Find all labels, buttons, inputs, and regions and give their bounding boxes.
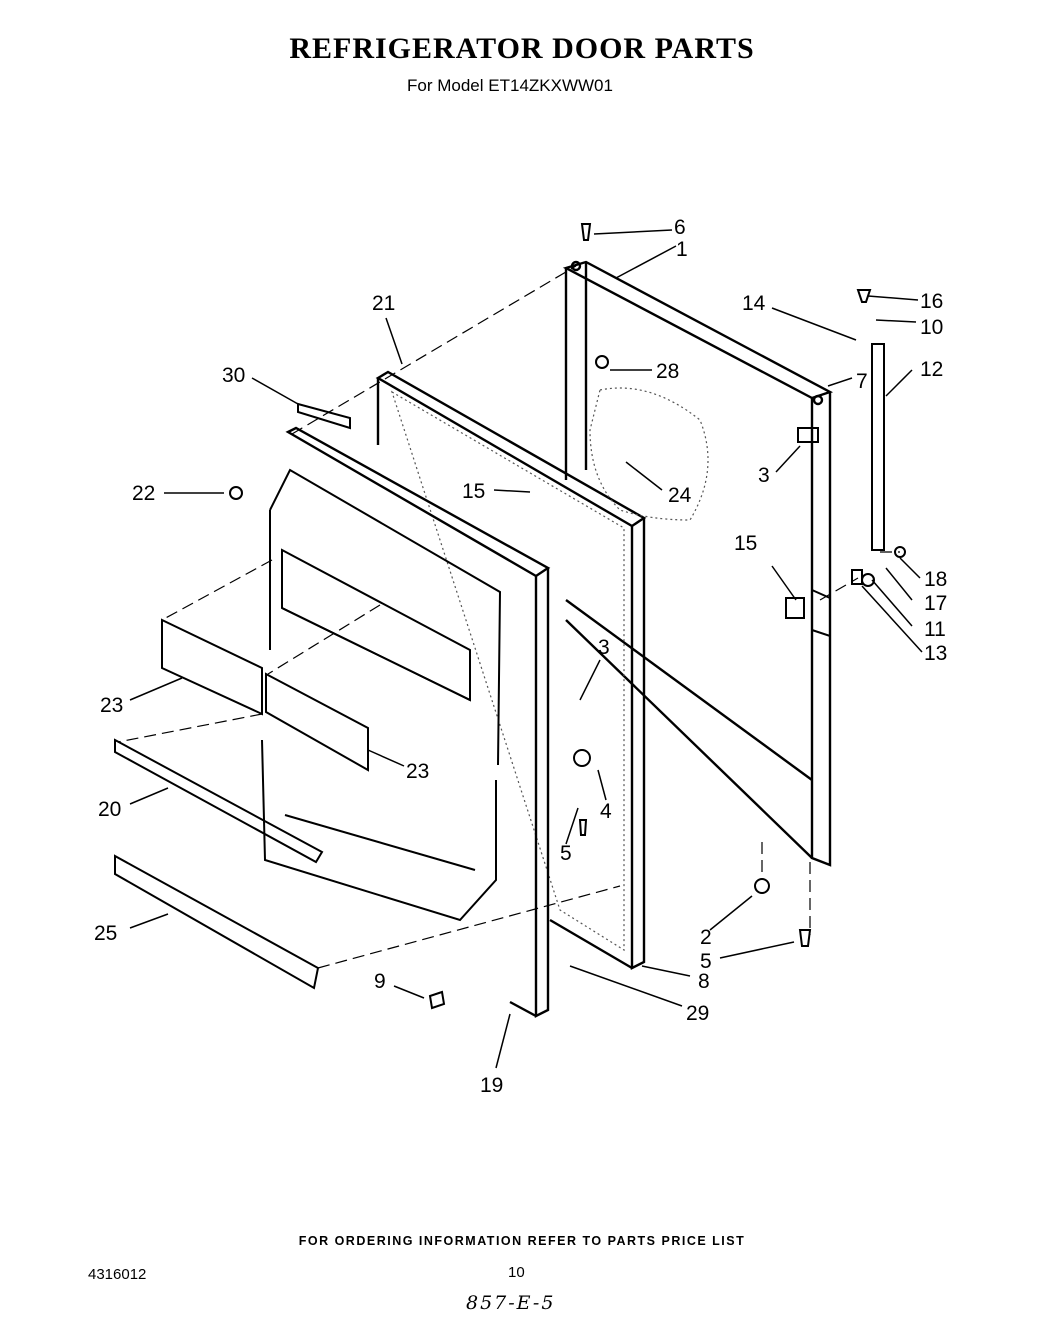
callout-label: 24 (668, 484, 692, 507)
callout-label: 11 (924, 618, 946, 641)
inner-door-panel-part-19 (285, 426, 551, 1018)
callout-label: 30 (222, 364, 245, 387)
callout-label: 4 (600, 800, 612, 823)
callout-label: 23 (406, 760, 429, 783)
dashed-leader-lines (117, 265, 900, 969)
callout-label: 3 (598, 636, 610, 659)
callout-label: 3 (758, 464, 770, 487)
shelf-rail-part-25 (114, 854, 320, 990)
callout-label: 15 (462, 480, 485, 503)
callout-label: 12 (920, 358, 943, 381)
callout-leaders (129, 229, 923, 1069)
callout-label: 8 (698, 970, 710, 993)
callout-label: 28 (656, 360, 679, 383)
handwritten-note: 857-E-5 (466, 1292, 556, 1314)
callout-label: 29 (686, 1002, 709, 1025)
callout-label: 6 (674, 216, 686, 239)
model-subtitle: For Model ET14ZKXWW01 (407, 76, 613, 95)
callout-label: 1 (676, 238, 688, 261)
callout-label: 22 (132, 482, 155, 505)
callout-label: 14 (742, 292, 766, 315)
callout-label: 5 (560, 842, 572, 865)
callout-label: 10 (920, 316, 943, 339)
callout-label: 25 (94, 922, 117, 945)
callout-label: 21 (372, 292, 395, 315)
callout-label: 5 (700, 950, 712, 973)
shelf-rail-part-20 (114, 738, 324, 864)
shelf-part-23 (161, 618, 369, 772)
door-frame-part-1 (562, 260, 834, 867)
document-number: 4316012 (88, 1266, 147, 1283)
callout-label: 16 (920, 290, 943, 313)
callout-label: 17 (924, 592, 947, 615)
breaker-strip-part-30 (297, 402, 351, 430)
callout-label: 13 (924, 642, 947, 665)
callout-label: 23 (100, 694, 123, 717)
callout-labels: 6 1 16 10 14 28 21 7 12 30 3 24 22 15 15… (94, 216, 947, 1097)
hinge-assembly (785, 427, 831, 638)
callout-label: 20 (98, 798, 121, 821)
hinge-pin-part-12 (871, 343, 885, 551)
page-number: 10 (508, 1264, 525, 1281)
callout-label: 18 (924, 568, 947, 591)
callout-label: 7 (856, 370, 868, 393)
callout-label: 19 (480, 1074, 503, 1097)
callout-label: 9 (374, 970, 386, 993)
callout-label: 2 (700, 926, 712, 949)
door-liner-part-8 (375, 370, 647, 970)
callout-label: 15 (734, 532, 757, 555)
ordering-note: FOR ORDERING INFORMATION REFER TO PARTS … (298, 1234, 746, 1248)
page-title: REFRIGERATOR DOOR PARTS (289, 32, 755, 65)
fastener-parts (229, 223, 906, 1010)
foam-insulation (390, 387, 709, 952)
